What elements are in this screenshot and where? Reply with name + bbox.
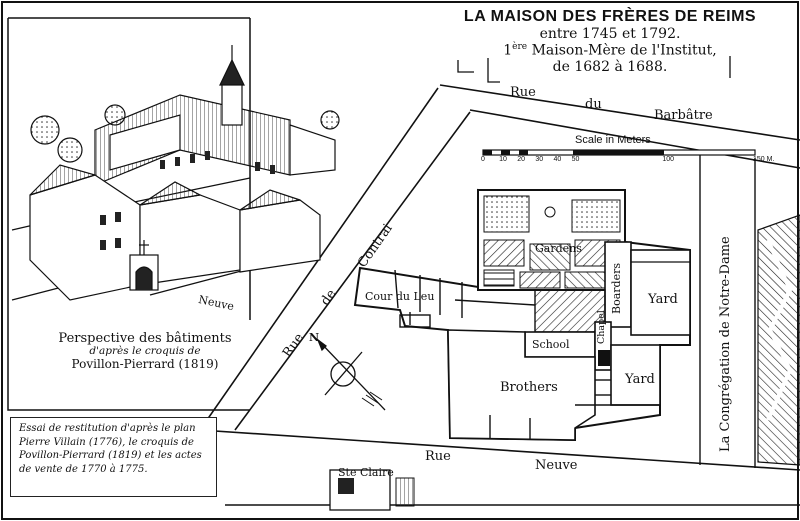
room-brothers: Brothers (500, 380, 558, 395)
title-line-4: de 1682 à 1688. (552, 59, 668, 76)
west-rooms (394, 269, 660, 440)
notre-dame-paths (766, 239, 793, 421)
perspective-drawing (11, 45, 340, 301)
school-room (524, 331, 596, 358)
contrai-edge-right (234, 111, 471, 431)
perspective-caption-1: Perspective des bâtiments (58, 331, 232, 346)
scale-tick-3: 30 (535, 156, 544, 163)
street-neuve-2: Neuve (535, 458, 578, 473)
scale-title: Scale in Meters (575, 134, 651, 146)
ste-claire-building (329, 469, 391, 511)
ste-claire-tower (338, 478, 354, 494)
room-chapel: Chapel (596, 310, 607, 344)
perspective-caption-3: Povillon-Pierrard (1819) (71, 356, 219, 371)
scale-tick-5: 50 (571, 156, 580, 163)
title-line-3: 1ère Maison-Mère de l'Institut, (503, 42, 717, 60)
title-line-2: entre 1745 et 1792. (539, 26, 681, 43)
scale-tick-2: 20 (517, 156, 526, 163)
ste-claire-annex (395, 477, 415, 507)
yard-one (630, 249, 691, 336)
street-barbatre-1: Rue (510, 85, 536, 100)
street-barbatre-2: du (585, 97, 602, 112)
ste-claire-label: Ste Claire (338, 466, 394, 479)
chapel-altar (598, 350, 610, 366)
room-boarders: Boarders (610, 263, 623, 314)
scale-tick-7: 150 M. (753, 156, 775, 163)
brothers-room (447, 329, 596, 441)
perspective-caption-2: d'après le croquis de (89, 345, 201, 358)
barbatre-edge-bottom (469, 109, 800, 169)
compass-north: N (309, 331, 320, 344)
perspective-frame (7, 18, 250, 411)
scale-tick-4: 40 (553, 156, 562, 163)
map-title: LA MAISON DES FRÈRES DE REIMS entre 1745… (440, 8, 780, 75)
scale-bar (482, 149, 756, 156)
room-yard-one: Yard (648, 292, 678, 307)
room-yard-two: Yard (625, 372, 655, 387)
title-line-1: LA MAISON DES FRÈRES DE REIMS (463, 8, 757, 25)
title-bracket-left (457, 60, 474, 73)
street-barbatre-3: Barbâtre (654, 108, 713, 123)
boarders-room (604, 241, 632, 328)
scale-tick-0: 0 (481, 156, 485, 163)
scale-tick-1: 10 (499, 156, 507, 163)
street-neuve-1: Rue (425, 449, 451, 464)
compass-rose (316, 338, 386, 411)
street-congregation: La Congrégation de Notre-Dame (718, 236, 733, 452)
notre-dame-block (757, 214, 800, 466)
restitution-note-box: Essai de restitution d'après le plan Pie… (10, 417, 217, 497)
room-school: School (532, 338, 570, 351)
scale-tick-6: 100 (662, 156, 675, 163)
room-cour-du-leu: Cour du Leu (365, 290, 435, 303)
lower-garden (534, 289, 606, 333)
title-bracket-mid (487, 58, 500, 83)
restitution-note-text: Essai de restitution d'après le plan Pie… (19, 423, 202, 475)
room-gardens: Gardens (535, 242, 582, 255)
yard-two (610, 344, 661, 406)
perspective-caption: Perspective des bâtiments d'après le cro… (40, 331, 250, 371)
barbatre-edge-top (439, 84, 800, 141)
